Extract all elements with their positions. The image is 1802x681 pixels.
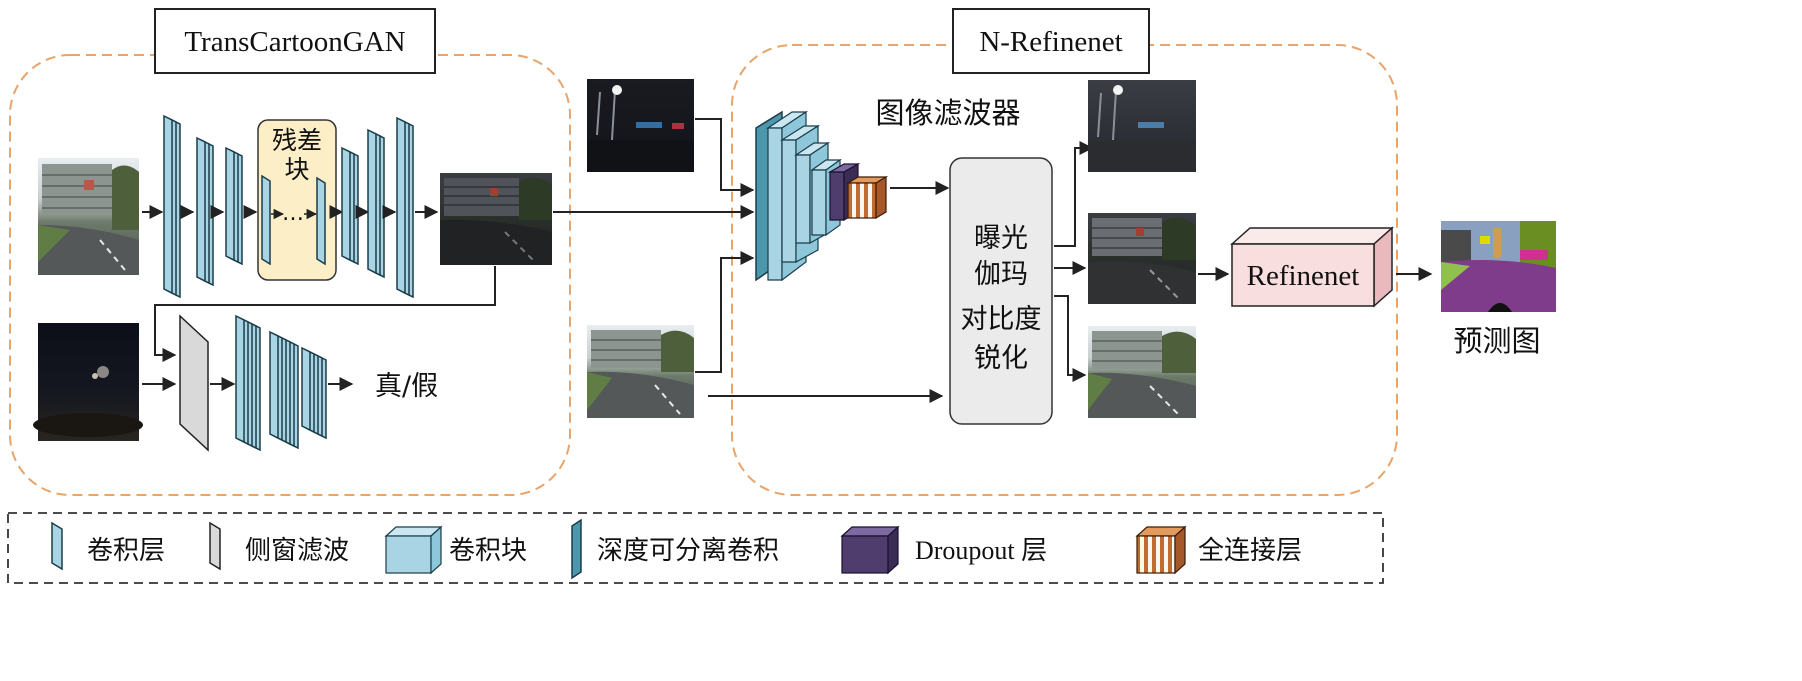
encoder-conv-stack-2 — [196, 136, 214, 287]
refined-night-image — [1088, 80, 1196, 172]
legend-item-depthwise: 深度可分离卷积 — [571, 518, 779, 580]
refinenet-label: Refinenet — [1247, 260, 1360, 292]
input-day-image — [38, 158, 139, 275]
side-window-icon — [209, 521, 221, 571]
fc-icon-side — [1174, 525, 1186, 575]
conv-layer-icon — [51, 521, 63, 571]
conv-block-icon — [385, 535, 432, 574]
filter-contrast: 对比度 — [961, 304, 1042, 335]
filter-exposure: 曝光 — [974, 223, 1028, 254]
residual-dots: … — [282, 201, 304, 226]
residual-block-label-line1: 残差 — [272, 126, 322, 155]
residual-block-label-line2: 块 — [284, 155, 309, 184]
encoder-conv-stack-1 — [163, 114, 181, 299]
depthwise-conv-icon — [571, 518, 582, 580]
refine-title-box: N-Refinenet — [952, 8, 1150, 74]
real-fake-label: 真/假 — [375, 371, 438, 402]
gan-title: TransCartoonGAN — [184, 26, 405, 58]
generated-night-image — [440, 173, 552, 265]
decoder-conv-stack-1 — [341, 146, 359, 266]
legend-label-dropout: Droupout 层 — [915, 536, 1047, 565]
conv-block-icon-side — [430, 525, 442, 575]
legend-label-depthwise: 深度可分离卷积 — [597, 536, 779, 566]
image-filter-label: 图像滤波器 — [875, 96, 1020, 130]
legend-item-conv-layer: 卷积层 — [51, 521, 165, 571]
night-reference-image — [587, 79, 694, 172]
legend-item-fully-connected: 全连接层 — [1135, 525, 1302, 575]
disc-conv-stack-1 — [235, 314, 261, 452]
legend-label-conv-block: 卷积块 — [449, 536, 527, 566]
depthwise-conv-stack — [755, 110, 842, 282]
real-night-image — [33, 323, 143, 441]
gan-title-box: TransCartoonGAN — [154, 8, 436, 74]
legend-label-conv-layer: 卷积层 — [87, 536, 165, 566]
dropout-icon — [841, 535, 889, 574]
decoder-conv-stack-2 — [367, 128, 385, 279]
refine-title: N-Refinenet — [979, 26, 1122, 58]
disc-conv-stack-3 — [301, 346, 327, 440]
legend-label-fully-connected: 全连接层 — [1198, 536, 1302, 566]
filter-sharpen: 锐化 — [974, 343, 1028, 374]
encoder-conv-stack-3 — [225, 146, 243, 266]
legend-label-side-window: 侧窗滤波 — [245, 536, 349, 566]
legend-box — [7, 512, 1384, 584]
prediction-map — [1441, 221, 1556, 312]
fc-icon — [1136, 535, 1176, 574]
side-window-filter — [179, 314, 209, 452]
decoder-conv-stack-3 — [396, 116, 414, 299]
disc-conv-stack-2 — [269, 330, 299, 450]
filter-gamma: 伽玛 — [974, 259, 1028, 290]
image-filter-box: 曝光 伽玛 对比度 锐化 — [949, 157, 1053, 425]
residual-block: 残差 块 … — [257, 119, 337, 281]
prediction-label: 预测图 — [1453, 324, 1540, 358]
legend-item-dropout: Droupout 层 — [840, 525, 1047, 575]
refined-dark-city-image — [1088, 213, 1196, 304]
refinenet-block: Refinenet — [1230, 226, 1394, 308]
dropout-icon-side — [887, 525, 899, 575]
fully-connected-layer — [845, 175, 889, 220]
gan-container — [9, 54, 571, 496]
legend: 卷积层 侧窗滤波 卷积块 深度可分离卷积 Droupout 层 全连接层 — [7, 512, 1384, 584]
legend-item-side-window: 侧窗滤波 — [209, 521, 349, 571]
legend-item-conv-block: 卷积块 — [384, 525, 527, 575]
day-input-image-refine — [587, 325, 694, 418]
refined-day-image — [1088, 326, 1196, 418]
